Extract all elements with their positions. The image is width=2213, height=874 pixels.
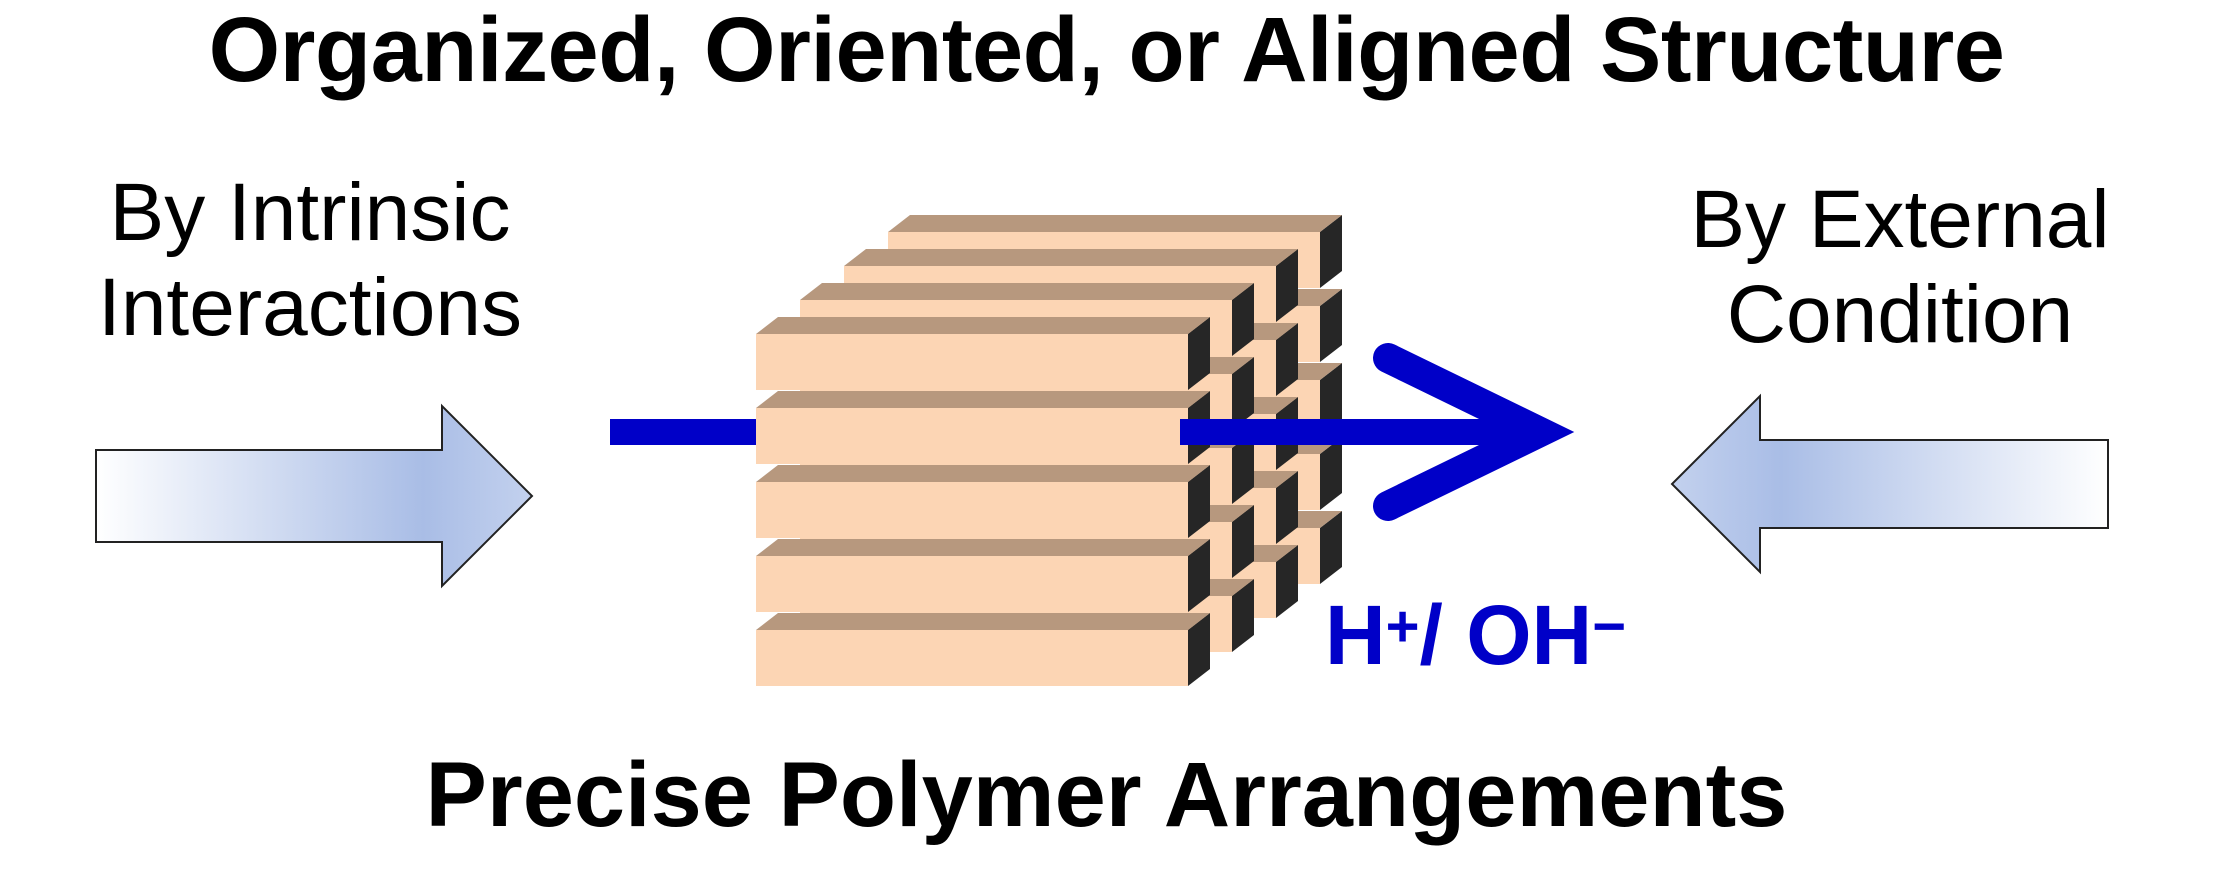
bar-front-face [756,408,1188,464]
external-label: By External Condition [1620,172,2180,362]
intrinsic-label-line2: Interactions [98,262,522,353]
bar-top-face [756,539,1210,556]
blue-arrow-right-icon [1373,343,1575,521]
bar-top-face [844,249,1298,266]
bar-end-face [1276,249,1298,322]
block-arrow-left-icon [1670,393,2109,575]
hydroxide-symbol: / OH [1419,588,1593,682]
bar-end-face [1188,613,1210,686]
bar-end-face [1232,357,1254,430]
bar-end-face [1276,323,1298,396]
bar-top-face [756,613,1210,630]
external-label-line1: By External [1690,174,2110,265]
external-label-line2: Condition [1726,269,2074,360]
bar-end-face [1320,363,1342,436]
bar-end-face [1276,545,1298,618]
bar-top-face [800,283,1254,300]
bar-front-face [756,556,1188,612]
bar-end-face [1320,215,1342,288]
bar-end-face [1232,579,1254,652]
bar-front-face [756,630,1188,686]
bar-end-face [1320,511,1342,584]
bar-front-face [756,482,1188,538]
proton-charge: + [1385,594,1420,659]
bar-end-face [1320,437,1342,510]
bar-end-face [1232,283,1254,356]
stimulus-label: H+/ OH− [1325,585,1626,685]
bar-top-face [888,215,1342,232]
bar-end-face [1188,465,1210,538]
bar-end-face [1276,471,1298,544]
bar-end-face [1232,431,1254,504]
polymer-stack [756,215,1342,686]
bar-top-face [756,465,1210,482]
bottom-caption: Precise Polymer Arrangements [425,744,1788,846]
block-arrow-right-icon [95,403,534,589]
bar-end-face [1188,317,1210,390]
bar-top-face [756,391,1210,408]
intrinsic-label-line1: By Intrinsic [109,167,511,258]
bar-top-face [756,317,1210,334]
proton-symbol: H [1325,588,1386,682]
intrinsic-label: By Intrinsic Interactions [30,165,590,355]
bar-front-face [756,334,1188,390]
hydroxide-charge: − [1592,594,1627,659]
bar-end-face [1188,539,1210,612]
bar-end-face [1320,289,1342,362]
bar-end-face [1232,505,1254,578]
page-title: Organized, Oriented, or Aligned Structur… [208,0,2005,101]
